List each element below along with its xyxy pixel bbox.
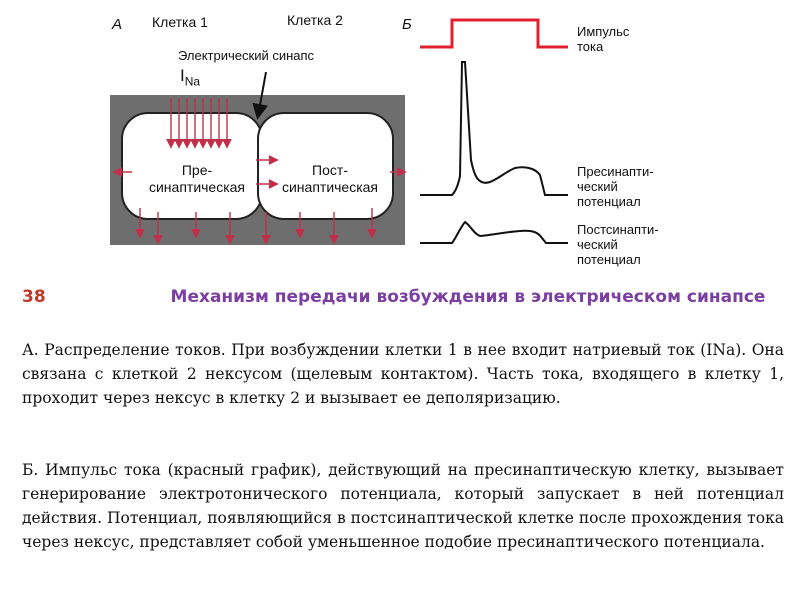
outward-current-arrows [112,155,407,245]
synapse-pointer [252,71,269,120]
paragraph-a: А. Распределение токов. При возбуждении … [22,341,784,407]
current-impulse-label: Импульс тока [577,24,630,54]
sodium-current-label: INa [180,66,201,89]
cell-2-label: Клетка 2 [287,12,343,28]
presynaptic-potential-label: Пресинапти- ческий потенциал [577,164,654,209]
slide-title: Механизм передачи возбуждения в электрич… [170,287,766,307]
postsynaptic-cell-label: Пост- синаптическая [281,162,379,195]
panel-b-letter: Б [402,16,412,33]
slide-number: 38 [22,287,46,307]
sodium-current-arrows [166,98,232,149]
postsynaptic-potential-label: Постсинапти- ческий потенциал [577,222,659,267]
presynaptic-potential-trace [420,61,568,196]
panel-a-letter: А [112,16,123,33]
current-impulse-trace [420,18,568,49]
paragraph-b: Б. Импульс тока (красный график), действ… [22,461,784,551]
cell-1-label: Клетка 1 [152,14,208,30]
postsynaptic-potential-trace [420,220,568,244]
cell-2-postsynaptic [257,112,394,220]
presynaptic-cell-label: Пре- синаптическая [148,162,246,195]
synapse-figure: А Клетка 1 Клетка 2 Электрический синапс… [0,0,800,285]
synapse-label: Электрический синапс [178,48,315,63]
figure-graphics [110,18,568,245]
